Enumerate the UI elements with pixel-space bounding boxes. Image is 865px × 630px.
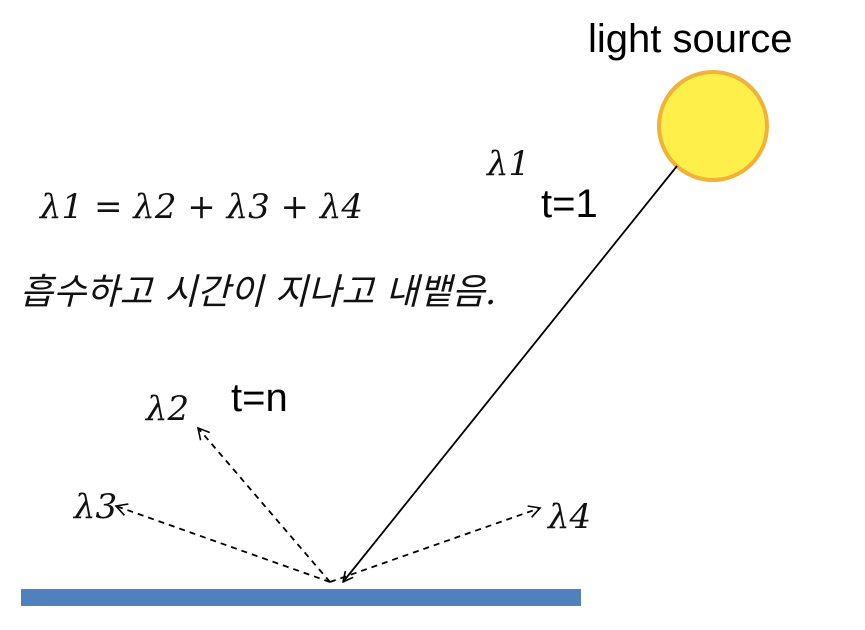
lambda4-label: λ4 — [546, 497, 591, 537]
lambda1-label: λ1 — [485, 144, 530, 184]
surface-bar — [21, 589, 581, 606]
equation-handwritten: λ1 = λ2 + λ3 + λ4 — [38, 187, 363, 227]
emitted-ray-lambda2 — [196, 426, 331, 583]
lambda2-label: λ2 — [144, 389, 189, 429]
light-source-sun — [657, 70, 769, 182]
incident-ray — [343, 165, 678, 582]
light-source-label: light source — [588, 17, 793, 61]
time-label-t1: t=1 — [541, 182, 598, 226]
time-label-tn: t=n — [231, 376, 288, 420]
emitted-ray-lambda3 — [114, 503, 331, 583]
korean-note-handwritten: 흡수하고 시간이 지나고 내뱉음. — [20, 272, 496, 313]
lambda3-label: λ3 — [72, 487, 117, 527]
emitted-ray-lambda4 — [329, 505, 542, 583]
